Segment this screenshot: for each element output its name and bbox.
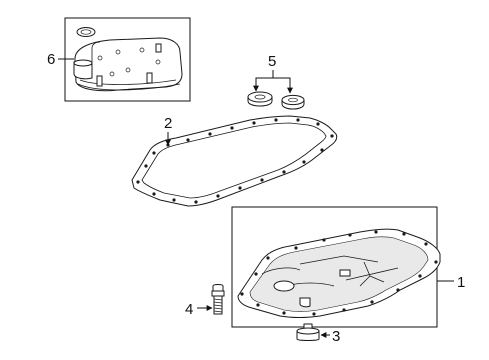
seal-right — [281, 94, 305, 110]
oil-pan-drain-boss — [273, 280, 295, 292]
filter-hole — [115, 49, 121, 55]
oil-pan-pad — [339, 269, 351, 277]
filter-tube — [91, 41, 101, 70]
filter-group — [64, 17, 191, 102]
callout-3: 3 — [332, 328, 340, 345]
drain-plug-washer — [296, 327, 320, 335]
filter-hole — [139, 47, 145, 53]
seal-left — [247, 91, 273, 107]
callout-6: 6 — [47, 51, 55, 68]
bolt — [211, 284, 225, 315]
callout-4: 4 — [185, 301, 193, 318]
callout-2: 2 — [164, 115, 172, 132]
oil-pan-rib — [345, 267, 399, 281]
filter-rim — [79, 79, 177, 85]
gasket-group — [131, 115, 338, 207]
oil-pan-group — [231, 206, 441, 328]
filter-clip — [155, 43, 162, 53]
gasket-bolt-holes — [136, 118, 334, 204]
oil-pan-plug — [299, 297, 311, 308]
filter-hole — [109, 71, 115, 77]
filter-hole — [125, 67, 131, 73]
oil-pan-rib — [359, 261, 385, 287]
callout-5: 5 — [268, 53, 276, 70]
oil-pan-bolt-holes — [240, 230, 438, 316]
gasket-outer — [131, 115, 338, 207]
filter-clip — [96, 75, 103, 87]
filter-hole — [155, 59, 161, 65]
bolt-flange — [211, 290, 225, 297]
filter-seal-inner — [80, 29, 92, 35]
oil-pan-rib — [299, 255, 379, 265]
oil-pan-inner — [249, 236, 429, 312]
seals-group — [247, 91, 305, 110]
filter-lower-rim — [77, 83, 181, 91]
leader-5 — [255, 77, 291, 92]
oil-pan-rib — [261, 267, 301, 275]
bolt-threads — [213, 298, 223, 313]
drain-plug — [296, 323, 320, 341]
callout-1: 1 — [457, 274, 465, 291]
gasket-inner — [141, 122, 327, 199]
filter-clip — [146, 72, 153, 84]
filter-pickup-opening — [73, 59, 93, 67]
filter-hole — [97, 55, 103, 61]
bolt-head — [212, 284, 224, 292]
